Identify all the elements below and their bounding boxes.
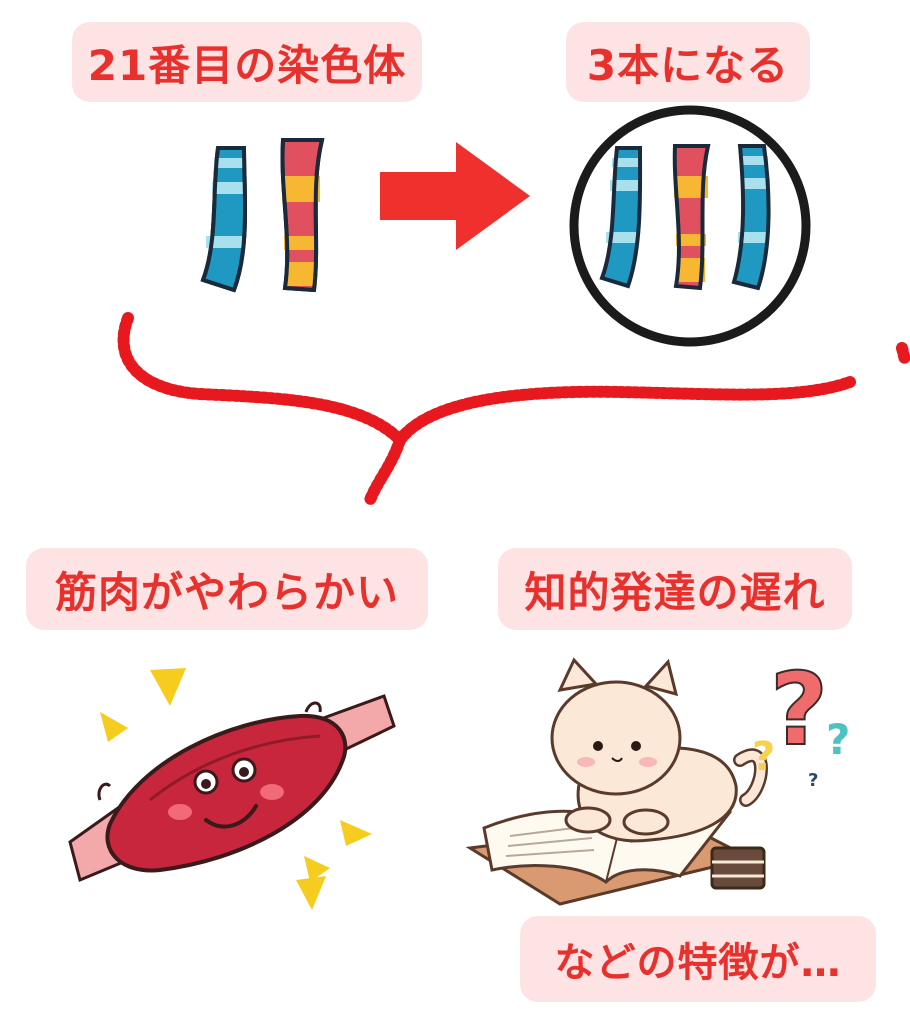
arrow-right (380, 142, 530, 250)
question-marks: ? ? ? ? (752, 650, 850, 791)
qmark-small: ? (808, 770, 818, 791)
chromosome-pair (200, 138, 325, 293)
qmark-yellow: ? (752, 734, 775, 780)
label-becomes-three: 3本になる (566, 22, 810, 102)
label-soft-muscle: 筋肉がやわらかい (26, 548, 428, 630)
chromosome-blue-1 (599, 146, 643, 289)
qmark-teal: ? (826, 715, 850, 764)
curly-brace (117, 312, 910, 506)
qmark-large: ? (770, 651, 828, 768)
label-other-features: などの特徴が… (520, 916, 876, 1002)
chromosome-red-left (280, 138, 325, 293)
muscle-illustration (68, 668, 396, 910)
cat-reading-illustration (465, 657, 768, 906)
chromosome-blue-left (200, 146, 248, 293)
chromosome-red-middle (672, 144, 711, 291)
chromosome-blue-2 (731, 144, 771, 291)
label-21st-chromosome: 21番目の染色体 (72, 22, 422, 102)
label-intellectual-delay: 知的発達の遅れ (498, 548, 852, 630)
chromosome-trio (569, 105, 811, 347)
